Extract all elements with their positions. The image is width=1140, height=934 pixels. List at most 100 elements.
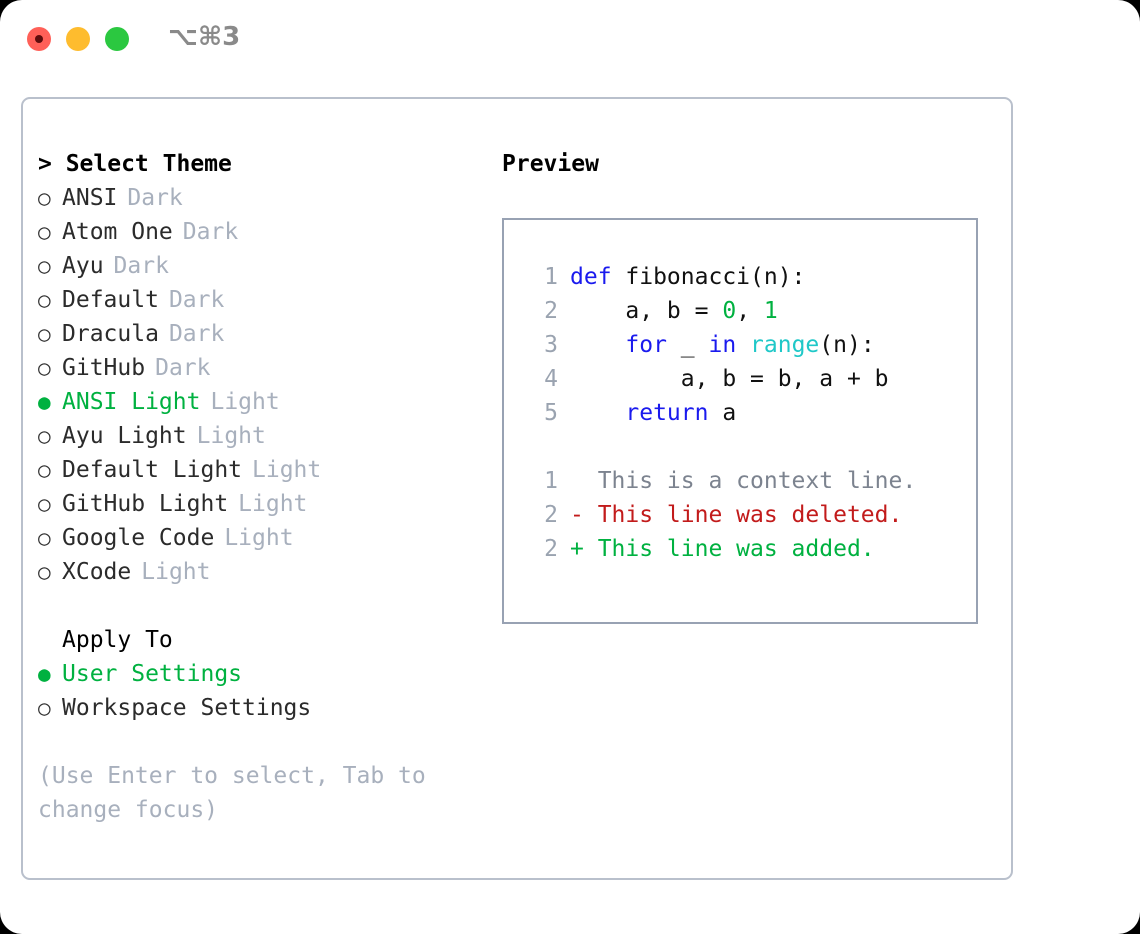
code-token: a, b =	[570, 298, 723, 324]
code-token	[736, 332, 750, 358]
hint-spacer	[38, 725, 498, 759]
code-line: 3 for _ in range(n):	[524, 328, 976, 362]
title-bar: ⌥⌘3	[0, 0, 1140, 78]
theme-option-label: Dracula	[62, 321, 159, 347]
radio-unselected-icon: ○	[38, 356, 51, 380]
theme-option-label: ANSI	[62, 185, 118, 211]
apply-to-option-workspace-settings[interactable]: ○ Workspace Settings	[38, 691, 498, 725]
theme-option-mode-tag: Dark	[182, 219, 239, 245]
diff-sample: 1 This is a context line. 2 - This line wa…	[524, 464, 976, 566]
theme-option-ayu-light[interactable]: ○ Ayu Light Light	[38, 419, 498, 453]
code-token: def	[570, 264, 626, 290]
theme-option-label: Ayu Light	[62, 423, 187, 449]
code-line: 2 a, b = 0, 1	[524, 294, 976, 328]
radio-unselected-icon: ○	[38, 424, 51, 448]
maximize-button[interactable]	[105, 27, 129, 51]
code-token: ,	[736, 298, 764, 324]
code-token: 1	[763, 298, 778, 324]
preview-heading: Preview	[502, 151, 599, 177]
code-line-text: def fibonacci(n):	[570, 260, 805, 294]
line-number: 2	[544, 536, 558, 562]
theme-option-label: Atom One	[62, 219, 173, 245]
theme-option-label: Google Code	[62, 525, 215, 551]
code-token: fibonacci(n):	[625, 264, 806, 290]
theme-option-mode-tag: Dark	[127, 185, 183, 211]
apply-to-option-user-settings[interactable]: ●User Settings	[38, 657, 498, 691]
diff-line: 2 + This line was added.	[524, 532, 976, 566]
theme-option-atom-one[interactable]: ○ Atom One Dark	[38, 215, 498, 249]
radio-unselected-icon: ○	[38, 322, 51, 346]
line-number: 2	[544, 298, 558, 324]
theme-option-mode-tag: Light	[210, 389, 280, 415]
theme-option-mode-tag: Dark	[168, 321, 225, 347]
code-line-text: for _ in range(n):	[570, 328, 874, 362]
theme-option-mode-tag: Light	[196, 423, 266, 449]
code-line-text: a, b = b, a + b	[570, 362, 889, 396]
radio-unselected-icon: ○	[38, 526, 51, 550]
code-line-text: return a	[570, 396, 736, 430]
theme-option-label: Ayu	[62, 253, 104, 279]
apply-to-option-list: ●User Settings ○ Workspace Settings	[38, 657, 498, 725]
close-button[interactable]	[27, 27, 51, 51]
line-number: 4	[544, 366, 558, 392]
radio-unselected-icon: ○	[38, 696, 51, 720]
code-diff-gap	[524, 430, 976, 464]
theme-option-mode-tag: Dark	[113, 253, 169, 279]
theme-option-mode-tag: Dark	[168, 287, 225, 313]
theme-option-default[interactable]: ○ Default Dark	[38, 283, 498, 317]
code-token: for	[625, 332, 667, 358]
code-token: return	[625, 400, 709, 426]
window-controls	[27, 27, 129, 51]
diff-line-text: This is a context line.	[570, 464, 917, 498]
theme-option-mode-tag: Light	[141, 559, 211, 585]
theme-option-dracula[interactable]: ○ Dracula Dark	[38, 317, 498, 351]
radio-unselected-icon: ○	[38, 220, 51, 244]
radio-unselected-icon: ○	[38, 288, 51, 312]
code-line: 1 def fibonacci(n):	[524, 260, 976, 294]
radio-unselected-icon: ○	[38, 458, 51, 482]
apply-to-option-label: Workspace Settings	[62, 695, 312, 721]
code-token: 0	[722, 298, 737, 324]
code-token: range	[750, 332, 820, 358]
radio-selected-icon: ●	[38, 390, 51, 414]
code-token: _	[666, 332, 709, 358]
line-number: 1	[544, 468, 558, 494]
theme-option-label: Default Light	[62, 457, 243, 483]
code-token: + This line was added.	[570, 536, 875, 562]
code-token: This is a context line.	[570, 468, 917, 494]
diff-line: 1 This is a context line.	[524, 464, 976, 498]
code-token: a	[708, 400, 737, 426]
line-number: 2	[544, 502, 558, 528]
code-token: - This line was deleted.	[570, 502, 903, 528]
apply-to-option-label: User Settings	[62, 661, 243, 687]
theme-option-mode-tag: Light	[238, 491, 308, 517]
line-number: 5	[544, 400, 558, 426]
theme-option-label: Default	[62, 287, 159, 313]
theme-option-ayu[interactable]: ○ Ayu Dark	[38, 249, 498, 283]
select-theme-heading: > Select Theme	[38, 151, 232, 177]
keyboard-hint-text: (Use Enter to select, Tab to change focu…	[38, 763, 440, 823]
line-number: 3	[544, 332, 558, 358]
radio-unselected-icon: ○	[38, 492, 51, 516]
minimize-button[interactable]	[66, 27, 90, 51]
radio-unselected-icon: ○	[38, 254, 51, 278]
code-line: 5 return a	[524, 396, 976, 430]
keyboard-shortcut-label: ⌥⌘3	[168, 22, 241, 52]
theme-option-google-code[interactable]: ○ Google Code Light	[38, 521, 498, 555]
theme-option-mode-tag: Light	[224, 525, 294, 551]
line-number: 1	[544, 264, 558, 290]
diff-line-text: + This line was added.	[570, 532, 875, 566]
apply-to-label: Apply To	[62, 627, 173, 653]
